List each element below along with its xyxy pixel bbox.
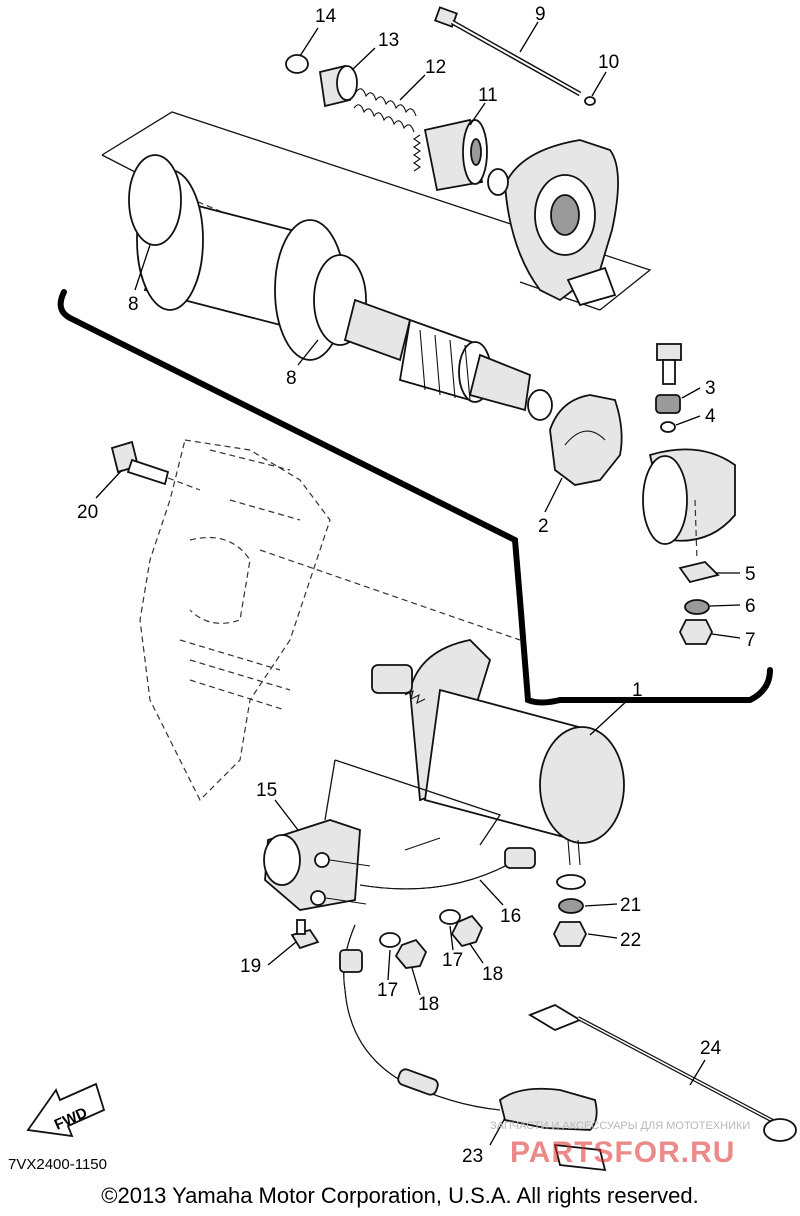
part-3-grommet bbox=[655, 394, 681, 414]
part-18-nut-upper bbox=[450, 914, 484, 948]
part-6-lock-washer bbox=[684, 599, 710, 615]
callout-11: 11 bbox=[478, 85, 498, 106]
lower-assembly-frame bbox=[334, 759, 502, 846]
callout-20: 20 bbox=[77, 502, 98, 523]
watermark-logo: PARTSFOR.RU bbox=[510, 1136, 736, 1169]
watermark-tagline: ЗАПЧАСТИ И АКСЕССУАРЫ ДЛЯ МОТОТЕХНИКИ bbox=[490, 1120, 751, 1132]
part-21-washer bbox=[558, 898, 584, 914]
part-22-nut bbox=[552, 921, 588, 947]
part-4-oring bbox=[660, 421, 676, 433]
front-cover bbox=[487, 139, 619, 307]
part-7-nut bbox=[678, 619, 714, 645]
leader-lines bbox=[95, 21, 741, 1146]
callout-3: 3 bbox=[705, 378, 716, 399]
callout-23: 23 bbox=[462, 1146, 483, 1167]
part-24-ground-lead bbox=[527, 1003, 797, 1142]
part-17-washer-upper bbox=[439, 909, 461, 925]
part-10-small-oring bbox=[584, 96, 596, 106]
callout-labels: 14 13 12 11 9 10 8 8 3 4 2 20 5 6 7 1 15… bbox=[77, 4, 756, 1167]
callout-1: 1 bbox=[632, 680, 643, 701]
part-16-lead-wire bbox=[359, 837, 586, 890]
copyright-notice: ©2013 Yamaha Motor Corporation, U.S.A. A… bbox=[101, 1183, 699, 1208]
callout-17-lower: 17 bbox=[377, 980, 398, 1001]
callout-4: 4 bbox=[705, 406, 716, 427]
section-divider bbox=[57, 289, 773, 706]
callout-13: 13 bbox=[378, 30, 399, 51]
callout-22: 22 bbox=[620, 930, 641, 951]
callout-21: 21 bbox=[620, 895, 641, 916]
callout-10: 10 bbox=[598, 52, 619, 73]
callout-7: 7 bbox=[745, 630, 756, 651]
fwd-arrow: FWD bbox=[26, 1082, 106, 1138]
callout-8-right: 8 bbox=[286, 368, 297, 389]
callout-18-upper: 18 bbox=[482, 964, 503, 985]
part-11-pinion-gear bbox=[413, 118, 488, 192]
part-20-bolt bbox=[110, 440, 201, 491]
part-23-terminal-boot bbox=[498, 1087, 607, 1172]
callout-19: 19 bbox=[240, 956, 261, 977]
part-9-through-bolt bbox=[433, 6, 582, 97]
rear-end-cap bbox=[642, 448, 736, 561]
yoke-housing bbox=[136, 169, 346, 361]
callout-12: 12 bbox=[425, 57, 446, 78]
callout-14: 14 bbox=[315, 6, 337, 27]
engine-block-outline bbox=[139, 439, 521, 802]
diagram-code: 7VX2400-1150 bbox=[8, 1156, 107, 1173]
callout-8-left: 8 bbox=[128, 294, 139, 315]
part-3-bolt bbox=[656, 343, 682, 385]
callout-6: 6 bbox=[745, 596, 756, 617]
callout-18-lower: 18 bbox=[418, 994, 439, 1015]
part-18-nut-lower bbox=[394, 938, 428, 969]
part-2-brush-holder bbox=[549, 394, 623, 486]
battery-cable-positive bbox=[339, 924, 501, 1111]
part-12-spring bbox=[353, 88, 417, 133]
callout-17-upper: 17 bbox=[442, 950, 463, 971]
callout-24: 24 bbox=[700, 1038, 722, 1059]
armature bbox=[343, 298, 553, 421]
part-5-washer bbox=[678, 561, 720, 584]
part-8-oring-left bbox=[128, 154, 182, 246]
part-17-washer-lower bbox=[379, 932, 401, 948]
callout-2: 2 bbox=[538, 516, 549, 537]
callout-15: 15 bbox=[256, 780, 277, 801]
part-19-bolt bbox=[290, 919, 320, 950]
callout-16: 16 bbox=[500, 906, 521, 927]
part-1-starter-motor bbox=[371, 639, 625, 866]
part-15-starter-relay bbox=[263, 819, 371, 911]
part-13-bushing bbox=[318, 64, 358, 108]
callout-9: 9 bbox=[535, 4, 546, 25]
part-14-oring bbox=[285, 54, 309, 74]
callout-5: 5 bbox=[745, 564, 756, 585]
